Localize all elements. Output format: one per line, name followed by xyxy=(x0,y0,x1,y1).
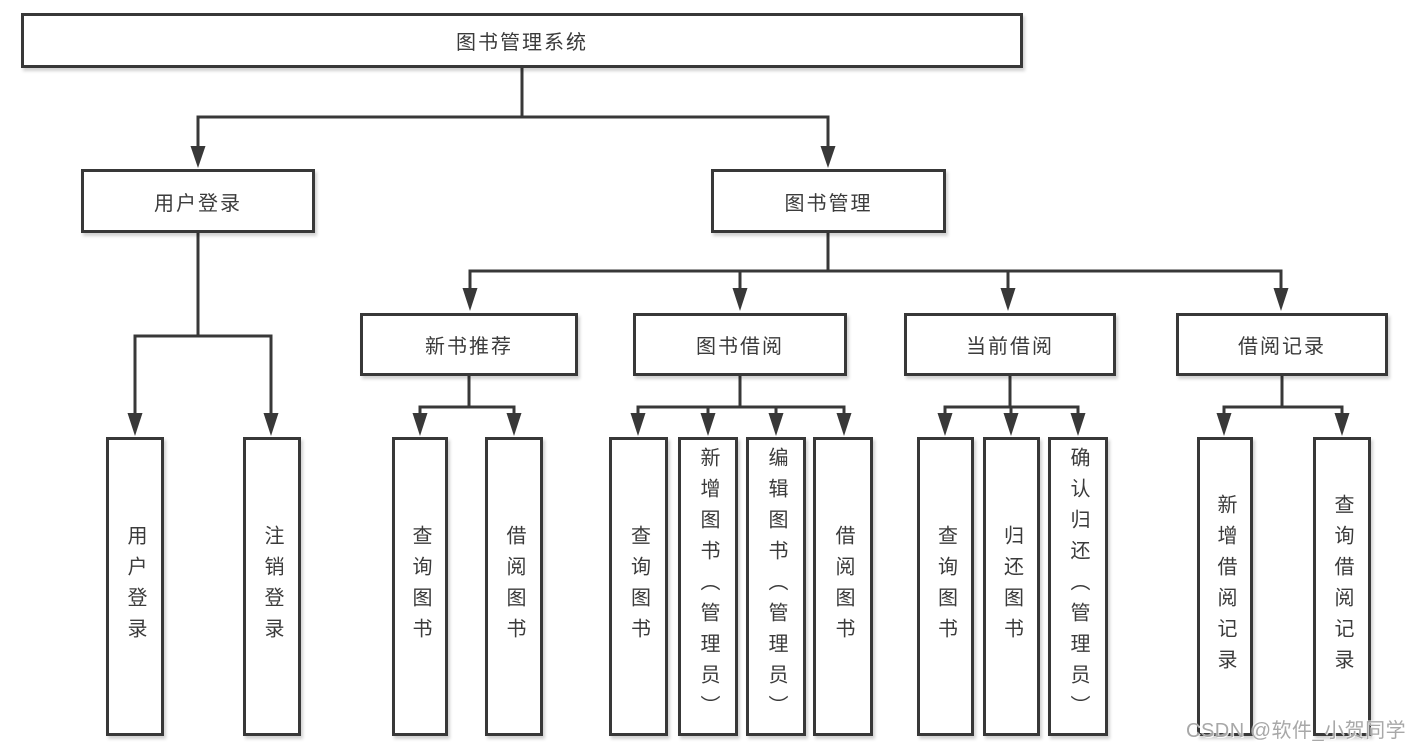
node-new-book-recommend: 新书推荐 xyxy=(360,313,578,376)
leaf-borrow-books-recommend: 借阅图书 xyxy=(485,437,543,736)
leaf-query-borrow-record-label: 查询借阅记录 xyxy=(1331,493,1353,680)
leaf-edit-books-admin: 编辑图书（管理员） xyxy=(746,437,806,736)
leaf-query-books-recommend: 查询图书 xyxy=(392,437,448,736)
leaf-user-login-label: 用户登录 xyxy=(124,524,146,649)
leaf-borrow-books-recommend-label: 借阅图书 xyxy=(503,524,525,649)
leaf-logout-label: 注销登录 xyxy=(261,524,283,649)
leaf-add-borrow-record: 新增借阅记录 xyxy=(1197,437,1253,736)
leaf-logout: 注销登录 xyxy=(243,437,301,736)
leaf-user-login: 用户登录 xyxy=(106,437,164,736)
leaf-return-books: 归还图书 xyxy=(983,437,1040,736)
node-user-login-branch-label: 用户登录 xyxy=(154,192,242,215)
leaf-query-borrow-record: 查询借阅记录 xyxy=(1313,437,1371,736)
node-book-borrow: 图书借阅 xyxy=(633,313,847,376)
leaf-query-books-current: 查询图书 xyxy=(917,437,974,736)
node-new-book-recommend-label: 新书推荐 xyxy=(425,336,513,358)
node-current-borrow: 当前借阅 xyxy=(904,313,1116,376)
leaf-query-books-borrow: 查询图书 xyxy=(609,437,668,736)
node-borrow-records: 借阅记录 xyxy=(1176,313,1388,376)
node-root: 图书管理系统 xyxy=(21,13,1023,68)
leaf-add-books-admin: 新增图书（管理员） xyxy=(678,437,738,736)
node-book-management-branch: 图书管理 xyxy=(711,169,946,233)
leaf-borrow-books-label: 借阅图书 xyxy=(832,524,854,649)
node-book-management-branch-label: 图书管理 xyxy=(784,192,873,215)
leaf-add-books-admin-label: 新增图书（管理员） xyxy=(697,447,719,726)
leaf-confirm-return-admin: 确认归还（管理员） xyxy=(1048,437,1108,736)
leaf-query-books-recommend-label: 查询图书 xyxy=(409,524,431,649)
watermark-text: CSDN @软件_小贺同学 xyxy=(1186,720,1405,742)
leaf-query-books-current-label: 查询图书 xyxy=(934,524,957,649)
leaf-add-borrow-record-label: 新增借阅记录 xyxy=(1214,493,1236,680)
leaf-borrow-books: 借阅图书 xyxy=(813,437,873,736)
node-root-label: 图书管理系统 xyxy=(456,32,588,54)
node-borrow-records-label: 借阅记录 xyxy=(1238,336,1326,358)
leaf-edit-books-admin-label: 编辑图书（管理员） xyxy=(765,447,787,726)
leaf-confirm-return-admin-label: 确认归还（管理员） xyxy=(1067,447,1089,726)
node-book-borrow-label: 图书借阅 xyxy=(696,336,784,358)
leaf-query-books-borrow-label: 查询图书 xyxy=(627,524,650,649)
node-current-borrow-label: 当前借阅 xyxy=(966,336,1054,358)
leaf-return-books-label: 归还图书 xyxy=(1000,524,1023,649)
node-user-login-branch: 用户登录 xyxy=(81,169,315,233)
